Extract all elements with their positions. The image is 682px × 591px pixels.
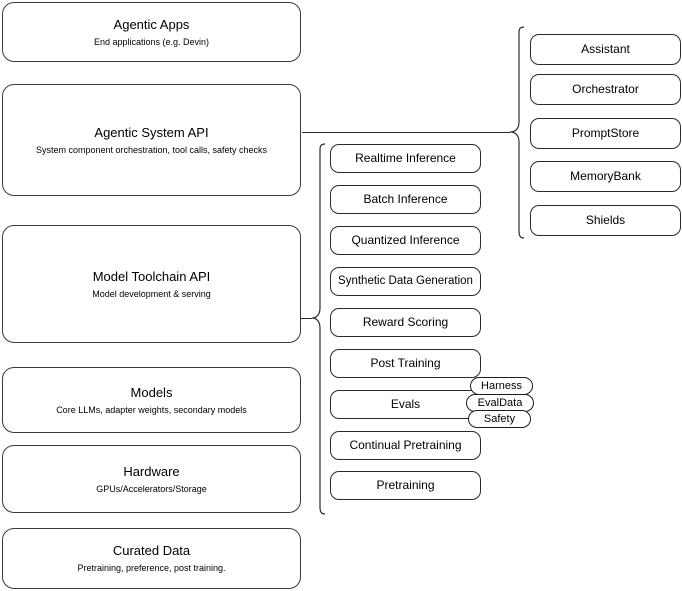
layer-title: Curated Data: [112, 543, 191, 558]
layer-title: Models: [130, 384, 173, 400]
brace-toolchain-items: [306, 140, 330, 520]
brace-system-components: [505, 22, 529, 244]
layer-title: Hardware: [123, 463, 180, 479]
layer-subtitle: System component orchestration, tool cal…: [35, 144, 268, 155]
layer-box-models[interactable]: Models Core LLMs, adapter weights, secon…: [2, 367, 301, 433]
layer-title: Agentic System API: [94, 124, 209, 140]
layer-box-agentic-apps[interactable]: Agentic Apps End applications (e.g. Devi…: [2, 2, 301, 62]
layer-box-agentic-system-api[interactable]: Agentic System API System component orch…: [2, 84, 301, 196]
item-post-training[interactable]: Post Training: [330, 349, 481, 378]
layer-title: Agentic Apps: [113, 16, 190, 32]
pill-harness[interactable]: Harness: [470, 377, 533, 395]
layer-subtitle: Pretraining, preference, post training.: [77, 563, 226, 573]
layer-subtitle: End applications (e.g. Devin): [93, 36, 210, 47]
layer-box-hardware[interactable]: Hardware GPUs/Accelerators/Storage: [2, 445, 301, 513]
layer-subtitle: Model development & serving: [92, 288, 211, 299]
layer-box-curated-data[interactable]: Curated Data Pretraining, preference, po…: [2, 528, 301, 589]
item-pretraining[interactable]: Pretraining: [330, 471, 481, 500]
item-continual-pretraining[interactable]: Continual Pretraining: [330, 431, 481, 460]
connector-line-toolchain-api: [301, 318, 312, 319]
item-realtime-inference[interactable]: Realtime Inference: [330, 144, 481, 173]
layer-box-model-toolchain-api[interactable]: Model Toolchain API Model development & …: [2, 225, 301, 343]
item-promptstore[interactable]: PromptStore: [530, 118, 681, 149]
item-synthetic-data-generation[interactable]: Synthetic Data Generation: [330, 267, 481, 296]
item-shields[interactable]: Shields: [530, 205, 681, 236]
item-batch-inference[interactable]: Batch Inference: [330, 185, 481, 214]
pill-safety[interactable]: Safety: [468, 410, 531, 428]
item-assistant[interactable]: Assistant: [530, 34, 681, 65]
connector-line-system-api: [302, 132, 510, 133]
item-quantized-inference[interactable]: Quantized Inference: [330, 226, 481, 255]
item-orchestrator[interactable]: Orchestrator: [530, 74, 681, 105]
layer-subtitle: Core LLMs, adapter weights, secondary mo…: [56, 404, 247, 415]
layer-subtitle: GPUs/Accelerators/Storage: [96, 483, 207, 494]
layer-title: Model Toolchain API: [92, 268, 211, 284]
item-evals[interactable]: Evals: [330, 390, 481, 419]
item-memorybank[interactable]: MemoryBank: [530, 161, 681, 192]
item-reward-scoring[interactable]: Reward Scoring: [330, 308, 481, 337]
